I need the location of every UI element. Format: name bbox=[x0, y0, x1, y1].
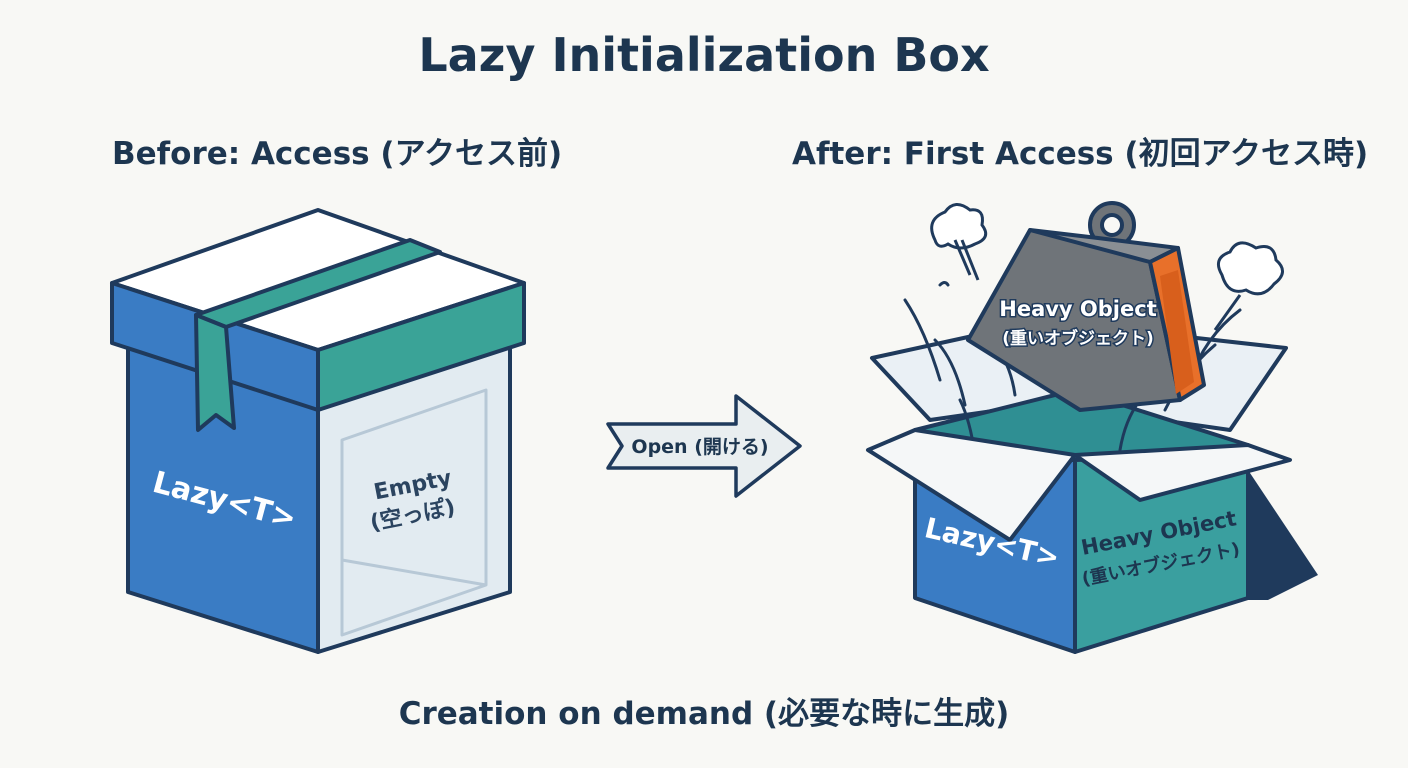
open-arrow bbox=[606, 394, 802, 498]
diagram-caption: Creation on demand (必要な時に生成) bbox=[398, 696, 1010, 732]
diagram-title: Lazy Initialization Box bbox=[418, 28, 990, 82]
open-box-shadow bbox=[1248, 470, 1318, 600]
before-heading: Before: Access (アクセス前) bbox=[112, 136, 563, 172]
open-box-front-flap-left bbox=[866, 428, 1077, 542]
closed-box-lid-rim-side bbox=[316, 281, 526, 412]
closed-box bbox=[110, 208, 526, 654]
open-arrow-label: Open (開ける) bbox=[631, 436, 768, 458]
after-heading: After: First Access (初回アクセス時) bbox=[792, 136, 1369, 172]
open-box-front bbox=[866, 428, 1292, 654]
open-box-front-flap-right bbox=[1073, 443, 1292, 502]
weight-label-line1: Heavy Object bbox=[999, 297, 1157, 321]
heavy-weight bbox=[966, 201, 1206, 412]
steam-puff-right bbox=[1213, 241, 1284, 331]
weight-label-line2: (重いオブジェクト) bbox=[1002, 328, 1154, 349]
weight-front-face bbox=[966, 228, 1182, 412]
open-arrow-shape bbox=[606, 394, 802, 498]
steam-puff-left bbox=[930, 203, 988, 281]
closed-box-ribbon-tab bbox=[194, 313, 236, 432]
